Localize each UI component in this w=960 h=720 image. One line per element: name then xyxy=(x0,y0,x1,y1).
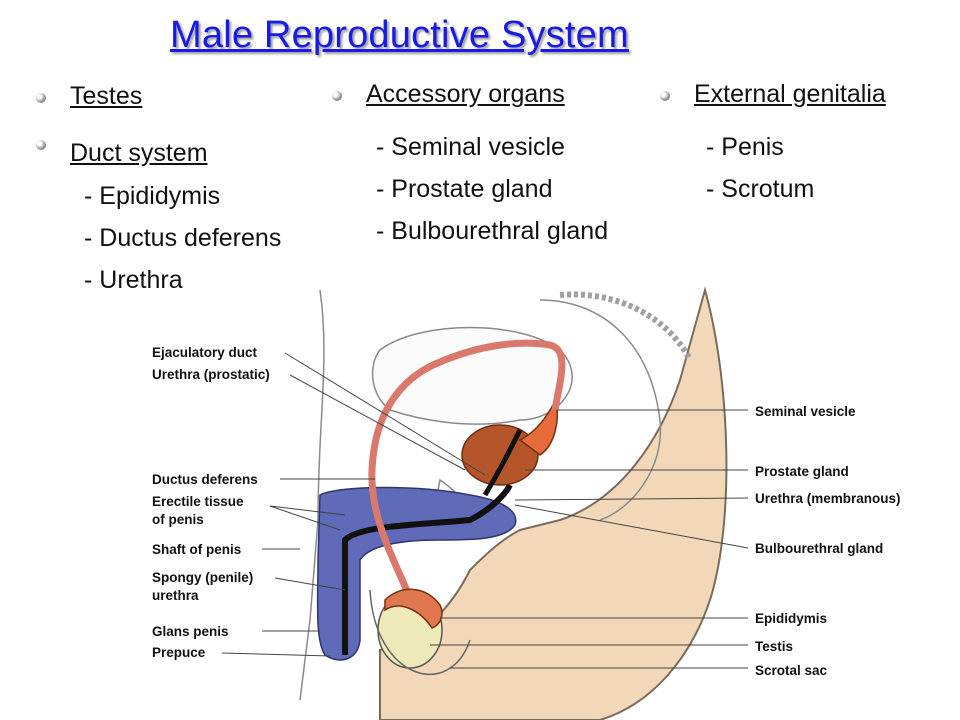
rectum-outline xyxy=(539,299,662,521)
label-urethra: urethra xyxy=(152,588,199,603)
left-labels: Ejaculatory duct Urethra (prostatic) Duc… xyxy=(152,345,270,660)
bullet-icon xyxy=(332,91,342,101)
label-shaft-of-penis: Shaft of penis xyxy=(152,542,241,557)
sub-scrotum: - Scrotum xyxy=(706,175,815,203)
epididymis xyxy=(384,588,443,629)
pelvic-outline xyxy=(299,289,325,701)
label-of-penis: of penis xyxy=(152,512,204,527)
column-duct-system: Testes Duct system - Epididymis - Ductus… xyxy=(36,82,281,294)
label-bulbourethral-gland: Bulbourethral gland xyxy=(755,541,883,556)
right-leader-lines xyxy=(430,409,749,669)
bullet-icon xyxy=(36,140,46,150)
bullet-icon xyxy=(660,91,670,101)
label-urethra-prostatic: Urethra (prostatic) xyxy=(152,367,270,382)
ejaculatory-duct xyxy=(482,428,523,497)
sub-prostate-gland: - Prostate gland xyxy=(376,175,553,203)
label-erectile-tissue: Erectile tissue xyxy=(152,494,244,509)
label-testis: Testis xyxy=(755,639,793,654)
sub-ductus-deferens: - Ductus deferens xyxy=(84,224,282,252)
page-title: Male Reproductive System xyxy=(170,14,629,56)
heading-testes: Testes xyxy=(70,82,143,110)
label-seminal-vesicle: Seminal vesicle xyxy=(755,404,856,419)
bullet-icon xyxy=(36,93,46,103)
prostate xyxy=(461,424,539,486)
scrotal-sac xyxy=(369,589,471,676)
sacrum-outline xyxy=(559,291,693,362)
column-accessory-organs: Accessory organs - Seminal vesicle - Pro… xyxy=(332,80,608,245)
sub-epididymis: - Epididymis xyxy=(84,182,221,210)
label-urethra-membranous: Urethra (membranous) xyxy=(755,491,901,506)
label-prostate-gland: Prostate gland xyxy=(755,464,849,479)
sub-urethra: - Urethra xyxy=(84,266,183,294)
label-prepuce: Prepuce xyxy=(152,645,206,660)
label-spongy-urethra: Spongy (penile) xyxy=(152,570,253,585)
urethra xyxy=(342,483,513,655)
label-glans-penis: Glans penis xyxy=(152,624,229,639)
sub-seminal-vesicle: - Seminal vesicle xyxy=(376,133,565,161)
left-leader-lines xyxy=(221,352,486,657)
sub-bulbourethral-gland: - Bulbourethral gland xyxy=(376,217,609,245)
sub-penis: - Penis xyxy=(706,133,784,161)
heading-external-genitalia: External genitalia xyxy=(694,80,886,108)
right-labels: Seminal vesicle Prostate gland Urethra (… xyxy=(755,404,901,678)
heading-duct-system: Duct system xyxy=(70,139,208,167)
label-ductus-deferens: Ductus deferens xyxy=(152,472,258,487)
label-scrotal-sac: Scrotal sac xyxy=(755,663,828,678)
anatomy-figure: Ejaculatory duct Urethra (prostatic) Duc… xyxy=(152,286,901,720)
ductus-deferens xyxy=(368,339,566,612)
heading-accessory-organs: Accessory organs xyxy=(366,80,565,108)
label-ejaculatory-duct: Ejaculatory duct xyxy=(152,345,258,360)
label-epididymis: Epididymis xyxy=(755,611,827,626)
column-external-genitalia: External genitalia - Penis - Scrotum xyxy=(660,80,886,203)
